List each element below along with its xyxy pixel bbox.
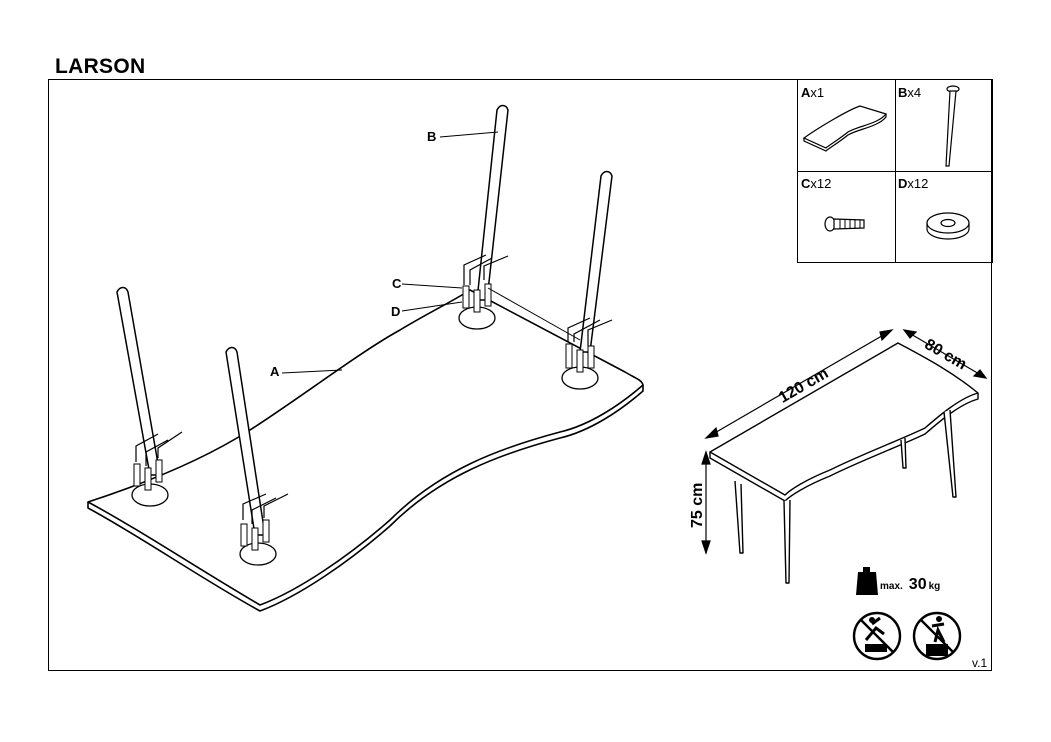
part-b-letter: B: [898, 85, 908, 100]
part-c-qty: x12: [810, 176, 832, 191]
legs-b: [116, 104, 613, 536]
callout-d: D: [391, 304, 401, 319]
dim-height: 75 cm: [689, 482, 706, 528]
part-a-qty: x1: [810, 85, 825, 100]
part-c-letter: C: [801, 176, 811, 191]
callout-b: B: [427, 129, 437, 144]
max-load-value: 30: [908, 576, 927, 593]
no-climbing-icon: [852, 611, 902, 661]
part-c-cell: Cx12: [798, 171, 896, 263]
version-label: v.1: [972, 656, 988, 670]
max-load-label: max.: [880, 581, 903, 592]
washer-icon: [926, 212, 970, 240]
part-d-cell: Dx12: [895, 171, 993, 263]
tabletop-icon: [802, 105, 888, 152]
dimension-lines: [701, 329, 988, 555]
weight-icon: [856, 567, 878, 595]
no-standing-icon: [912, 611, 962, 661]
screw-icon: [824, 216, 865, 232]
callout-a: A: [270, 364, 280, 379]
allen-keys: [135, 254, 613, 524]
callout-lines: [281, 131, 499, 374]
part-b-cell: Bx4: [895, 80, 993, 172]
mounting-plates: [131, 306, 599, 566]
screws-c: [133, 283, 595, 551]
max-load-unit: kg: [928, 581, 941, 592]
diagram-frame: [48, 79, 992, 671]
assembled-table: [709, 342, 979, 584]
table-top-a: [87, 289, 644, 612]
part-b-qty: x4: [907, 85, 922, 100]
part-a-cell: Ax1: [798, 80, 896, 172]
callout-c: C: [392, 276, 402, 291]
part-d-qty: x12: [907, 176, 929, 191]
part-d-letter: D: [898, 176, 908, 191]
leg-icon: [945, 85, 960, 167]
parts-table: Ax1 Bx4 Cx12 Dx12: [797, 79, 993, 263]
page-title: LARSON: [55, 55, 146, 78]
part-a-letter: A: [801, 85, 811, 100]
